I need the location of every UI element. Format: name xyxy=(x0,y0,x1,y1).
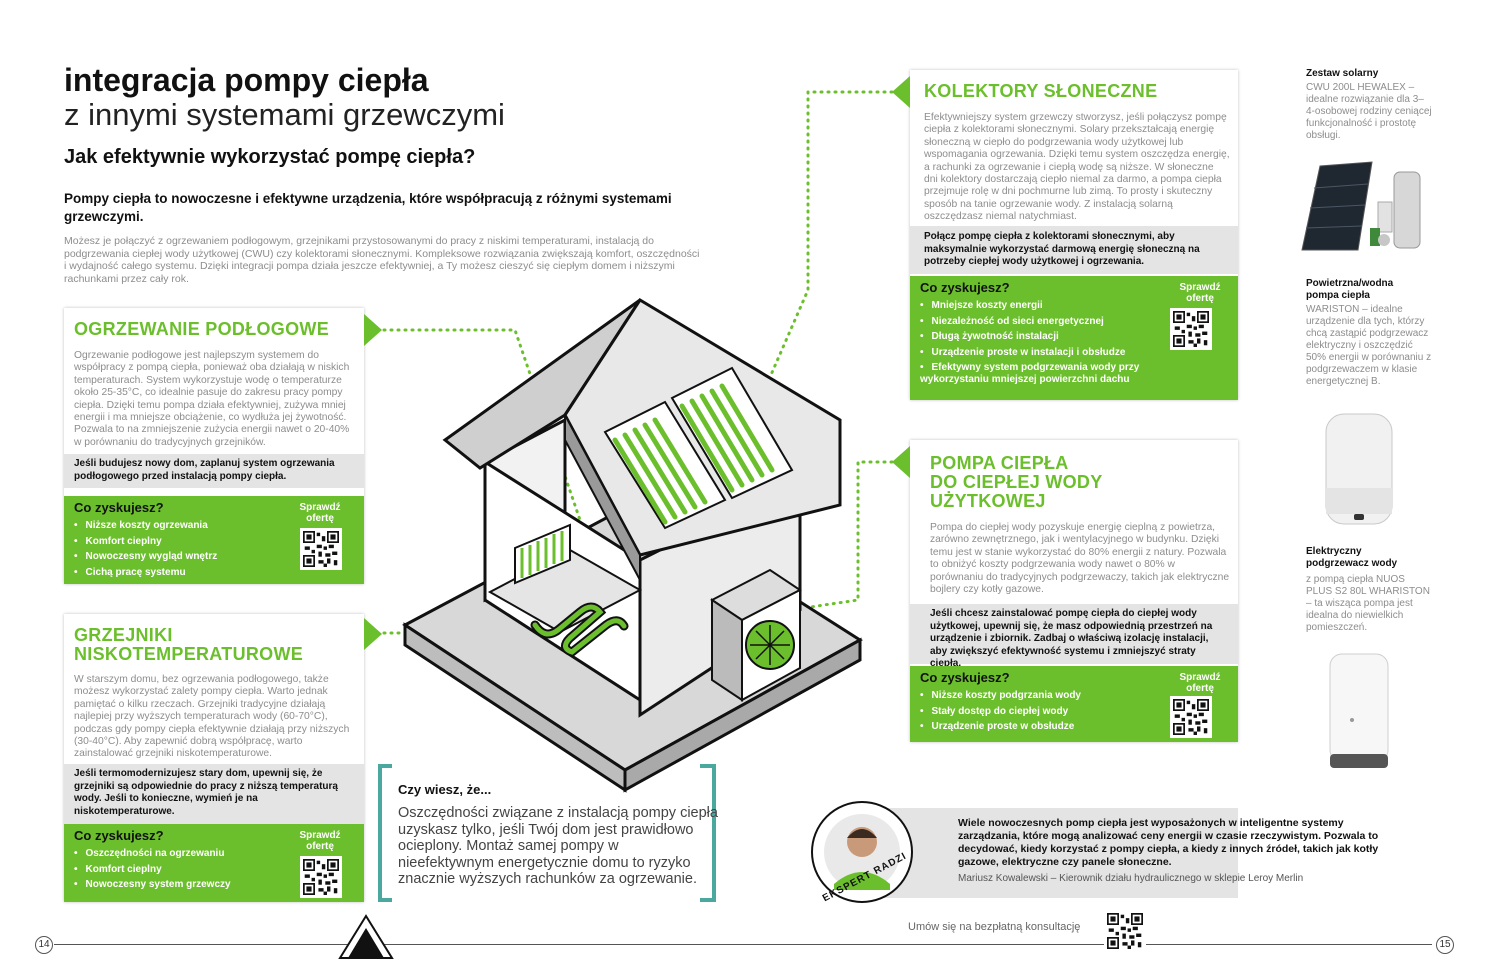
did-you-know-text: Oszczędności związane z instalacją pompy… xyxy=(398,805,718,887)
intro-paragraph: Możesz je połączyć z ogrzewaniem podłogo… xyxy=(64,235,700,285)
dhw-title-line2: DO CIEPŁEJ WODY xyxy=(930,472,1103,492)
page-title: integracja pompy ciepła xyxy=(64,62,429,98)
radiators-card: GRZEJNIKI NISKOTEMPERATUROWE W starszym … xyxy=(64,614,364,902)
card-pointer xyxy=(364,314,382,346)
expert-avatar xyxy=(811,801,913,903)
radiators-title-line1: GRZEJNIKI xyxy=(74,625,173,645)
expert-quote: Wiele nowoczesnych pomp ciepła jest wypo… xyxy=(958,817,1379,868)
gains-title: Co zyskujesz? xyxy=(74,500,164,515)
solar-kit-image xyxy=(1301,161,1421,251)
product-description: WARISTON – idealne urządzenie dla tych, … xyxy=(1306,304,1432,387)
floor-heating-tip: Jeśli budujesz nowy dom, zaplanuj system… xyxy=(64,454,364,488)
floor-heating-card: OGRZEWANIE PODŁOGOWE Ogrzewanie podłogow… xyxy=(64,308,364,584)
qr-code[interactable] xyxy=(300,528,342,570)
gains-list: Niższe koszty ogrzewania Komfort cieplny… xyxy=(74,518,218,581)
floor-heating-body: Ogrzewanie podłogowe jest najlepszym sys… xyxy=(74,350,350,448)
leroy-merlin-logo xyxy=(338,914,394,959)
gains-title: Co zyskujesz? xyxy=(74,828,164,843)
list-item: Efektywny system podgrzewania wody przy … xyxy=(920,360,1170,386)
gains-list: Mniejsze koszty energii Niezależność od … xyxy=(920,298,1170,386)
product-name: Elektryczny podgrzewacz wody xyxy=(1306,546,1398,569)
gains-title: Co zyskujesz? xyxy=(920,670,1010,685)
gains-list: Oszczędności na ogrzewaniu Komfort ciepl… xyxy=(74,846,231,893)
product-name: Powietrzna/wodna pompa ciepła xyxy=(1306,278,1394,301)
product-description: z pompą ciepła NUOS PLUS S2 80L WHARISTO… xyxy=(1306,574,1430,633)
did-you-know-brackets xyxy=(378,764,716,902)
list-item: Komfort cieplny xyxy=(74,534,217,550)
list-item: Komfort cieplny xyxy=(74,862,231,878)
consultation-qr[interactable] xyxy=(1104,910,1146,952)
water-heater-image xyxy=(1329,653,1389,768)
radiators-gains: Co zyskujesz? Oszczędności na ogrzewaniu… xyxy=(64,824,364,902)
section-question: Jak efektywnie wykorzystać pompę ciepła? xyxy=(64,146,476,168)
dhw-body: Pompa do ciepłej wody pozyskuje energię … xyxy=(930,522,1230,596)
list-item: Oszczędności na ogrzewaniu xyxy=(74,846,231,862)
page-number-right: 15 xyxy=(1436,936,1454,954)
qr-code[interactable] xyxy=(1170,696,1212,738)
qr-code[interactable] xyxy=(300,856,342,898)
radiators-tip: Jeśli termomodernizujesz stary dom, upew… xyxy=(64,764,364,824)
list-item: Nowoczesny system grzewczy xyxy=(74,877,231,893)
solar-gains: Co zyskujesz? Mniejsze koszty energii Ni… xyxy=(910,276,1238,400)
list-item: Urządzenie proste w instalacji i obsłudz… xyxy=(920,345,1170,361)
product-description: CWU 200L HEWALEX – idealne rozwiązanie d… xyxy=(1306,82,1432,141)
page-subtitle: z innymi systemami grzewczymi xyxy=(64,97,505,132)
dhw-tip: Jeśli chcesz zainstalować pompę ciepła d… xyxy=(910,604,1238,669)
lead-paragraph: Pompy ciepła to nowoczesne i efektywne u… xyxy=(64,191,672,224)
list-item: Niezależność od sieci energetycznej xyxy=(920,314,1170,330)
solar-body: Efektywniejszy system grzewczy stworzysz… xyxy=(924,112,1230,223)
list-item: Długą żywotność instalacji xyxy=(920,329,1170,345)
footer-line xyxy=(54,944,1432,945)
radiators-title-line2: NISKOTEMPERATUROWE xyxy=(74,644,304,664)
dhw-gains: Co zyskujesz? Niższe koszty podgrzania w… xyxy=(910,666,1238,742)
dhw-card: POMPA CIEPŁA DO CIEPŁEJ WODY UŻYTKOWEJ P… xyxy=(910,440,1238,742)
card-pointer xyxy=(892,76,910,108)
card-pointer xyxy=(364,618,382,650)
expert-quote-box xyxy=(858,808,1238,898)
expert-author: Mariusz Kowalewski – Kierownik działu hy… xyxy=(958,873,1304,884)
floor-heating-gains: Co zyskujesz? Niższe koszty ogrzewania K… xyxy=(64,496,364,584)
solar-title: KOLEKTORY SŁONECZNE xyxy=(924,81,1158,101)
list-item: Niższe koszty ogrzewania xyxy=(74,518,217,534)
list-item: Stały dostęp do ciepłej wody xyxy=(920,704,1081,720)
gains-list: Niższe koszty podgrzania wody Stały dost… xyxy=(920,688,1081,735)
dhw-title-line3: UŻYTKOWEJ xyxy=(930,491,1046,511)
dhw-title-line1: POMPA CIEPŁA xyxy=(930,453,1069,473)
heat-pump-image xyxy=(1325,413,1393,525)
page-number-left: 14 xyxy=(35,936,53,954)
gains-title: Co zyskujesz? xyxy=(920,280,1010,295)
card-pointer xyxy=(892,446,910,478)
did-you-know-title: Czy wiesz, że... xyxy=(398,782,492,797)
list-item: Mniejsze koszty energii xyxy=(920,298,1170,314)
solar-tip: Połącz pompę ciepła z kolektorami słonec… xyxy=(910,226,1238,274)
qr-code[interactable] xyxy=(1170,308,1212,350)
list-item: Urządzenie proste w obsłudze xyxy=(920,719,1081,735)
list-item: Niższe koszty podgrzania wody xyxy=(920,688,1081,704)
floor-heating-title: OGRZEWANIE PODŁOGOWE xyxy=(74,319,330,339)
solar-card: KOLEKTORY SŁONECZNE Efektywniejszy syste… xyxy=(910,70,1238,400)
radiators-body: W starszym domu, bez ogrzewania podłogow… xyxy=(74,674,350,760)
list-item: Cichą pracę systemu xyxy=(74,565,217,581)
consultation-cta[interactable]: Umów się na bezpłatną konsultację xyxy=(908,921,1081,933)
product-name: Zestaw solarny xyxy=(1306,68,1379,79)
list-item: Nowoczesny wygląd wnętrz xyxy=(74,549,218,565)
